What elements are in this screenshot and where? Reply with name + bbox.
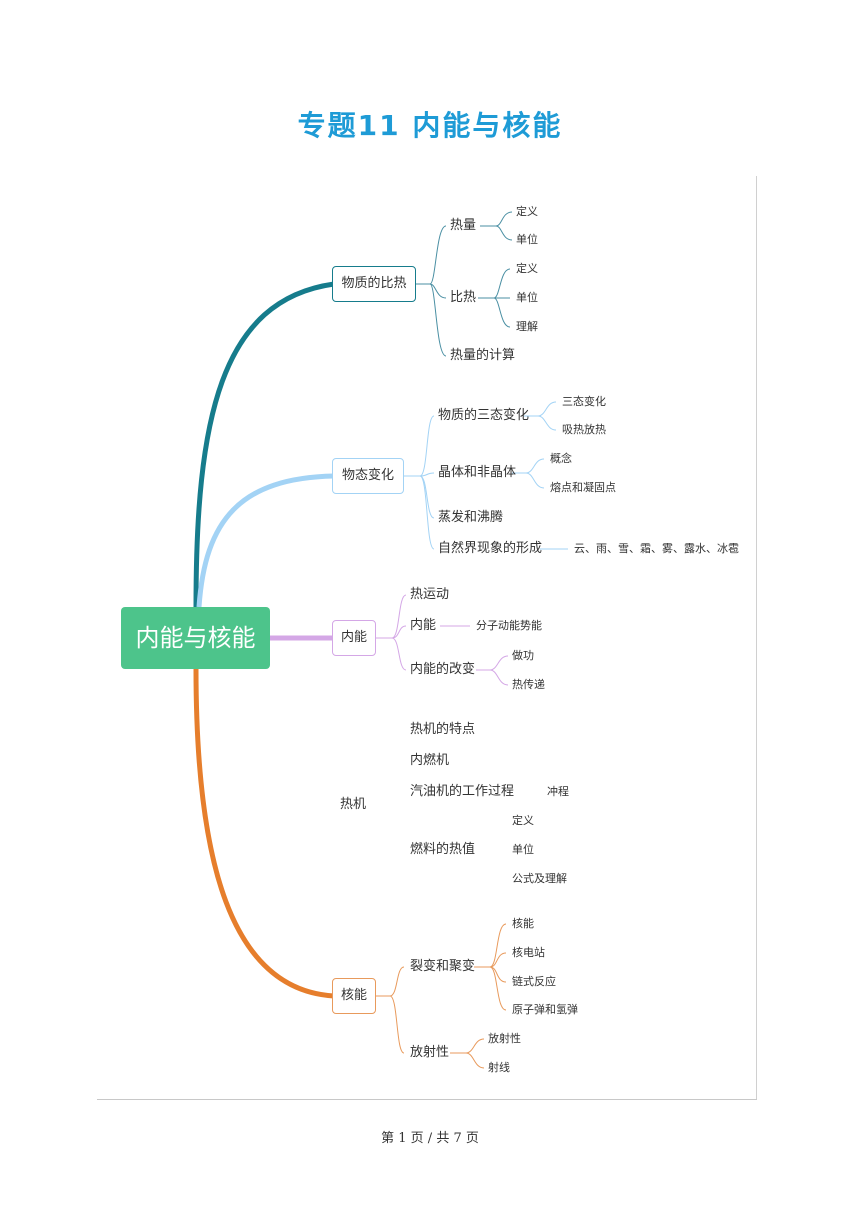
node-three-states: 物质的三态变化 <box>438 408 530 423</box>
node-leaf: 热传递 <box>512 678 545 691</box>
node-evaporation: 蒸发和沸腾 <box>438 510 504 525</box>
node-leaf: 核能 <box>512 917 534 930</box>
node-heat-calc: 热量的计算 <box>450 348 516 363</box>
node-leaf: 定义 <box>512 814 534 827</box>
node-radioactivity: 放射性 <box>410 1045 450 1060</box>
node-leaf: 定义 <box>516 262 538 275</box>
branch-line-2 <box>196 473 335 608</box>
node-energy-change: 内能的改变 <box>410 662 476 677</box>
figure-border-right <box>756 176 757 1099</box>
node-natural-phenomena: 自然界现象的形成 <box>438 541 543 556</box>
node-leaf: 冲程 <box>547 785 569 798</box>
node-leaf: 做功 <box>512 649 534 662</box>
node-leaf: 三态变化 <box>562 395 606 408</box>
branch-node-state-change: 物态变化 <box>332 458 404 494</box>
node-fuel-heat-value: 燃料的热值 <box>410 842 476 857</box>
node-ice-engine: 内燃机 <box>410 753 450 768</box>
central-node: 内能与核能 <box>121 607 270 669</box>
node-leaf: 射线 <box>488 1061 510 1074</box>
page-divider <box>97 1099 757 1100</box>
node-leaf: 单位 <box>516 291 538 304</box>
node-leaf: 吸热放热 <box>562 423 606 436</box>
node-leaf: 单位 <box>512 843 534 856</box>
node-heat-quantity: 热量 <box>450 218 477 233</box>
node-leaf: 公式及理解 <box>512 872 567 885</box>
branch-line-5 <box>193 668 335 999</box>
node-crystal: 晶体和非晶体 <box>438 465 517 480</box>
node-fission-fusion: 裂变和聚变 <box>410 959 476 974</box>
node-leaf: 放射性 <box>488 1032 521 1045</box>
node-leaf: 原子弹和氢弹 <box>512 1003 578 1016</box>
page-title: 专题11 内能与核能 <box>297 109 563 142</box>
branch-node-nuclear-energy: 核能 <box>332 978 376 1014</box>
node-leaf: 云、雨、雪、霜、雾、露水、冰雹 <box>574 542 739 555</box>
branch-node-specific-heat: 物质的比热 <box>332 266 416 302</box>
node-leaf: 链式反应 <box>512 975 556 988</box>
branch-line-1 <box>193 281 335 608</box>
node-leaf: 概念 <box>550 452 572 465</box>
node-gasoline-process: 汽油机的工作过程 <box>410 784 515 799</box>
b1-connectors <box>415 211 513 357</box>
node-thermal-motion: 热运动 <box>410 587 450 602</box>
branch-node-heat-engine: 热机 <box>340 797 367 812</box>
page-footer: 第 1 页 / 共 7 页 <box>381 1131 479 1146</box>
node-engine-features: 热机的特点 <box>410 722 476 737</box>
node-leaf: 熔点和凝固点 <box>550 481 616 494</box>
node-internal-energy: 内能 <box>410 618 437 633</box>
b5-connectors <box>375 923 507 1069</box>
b2-connectors <box>402 401 568 550</box>
b3-connectors <box>375 594 509 686</box>
node-specific-heat: 比热 <box>450 290 477 305</box>
node-leaf: 核电站 <box>512 946 545 959</box>
node-leaf: 理解 <box>516 320 538 333</box>
branch-node-internal-energy: 内能 <box>332 620 376 656</box>
node-leaf: 单位 <box>516 233 538 246</box>
node-leaf: 分子动能势能 <box>476 619 542 632</box>
node-leaf: 定义 <box>516 205 538 218</box>
